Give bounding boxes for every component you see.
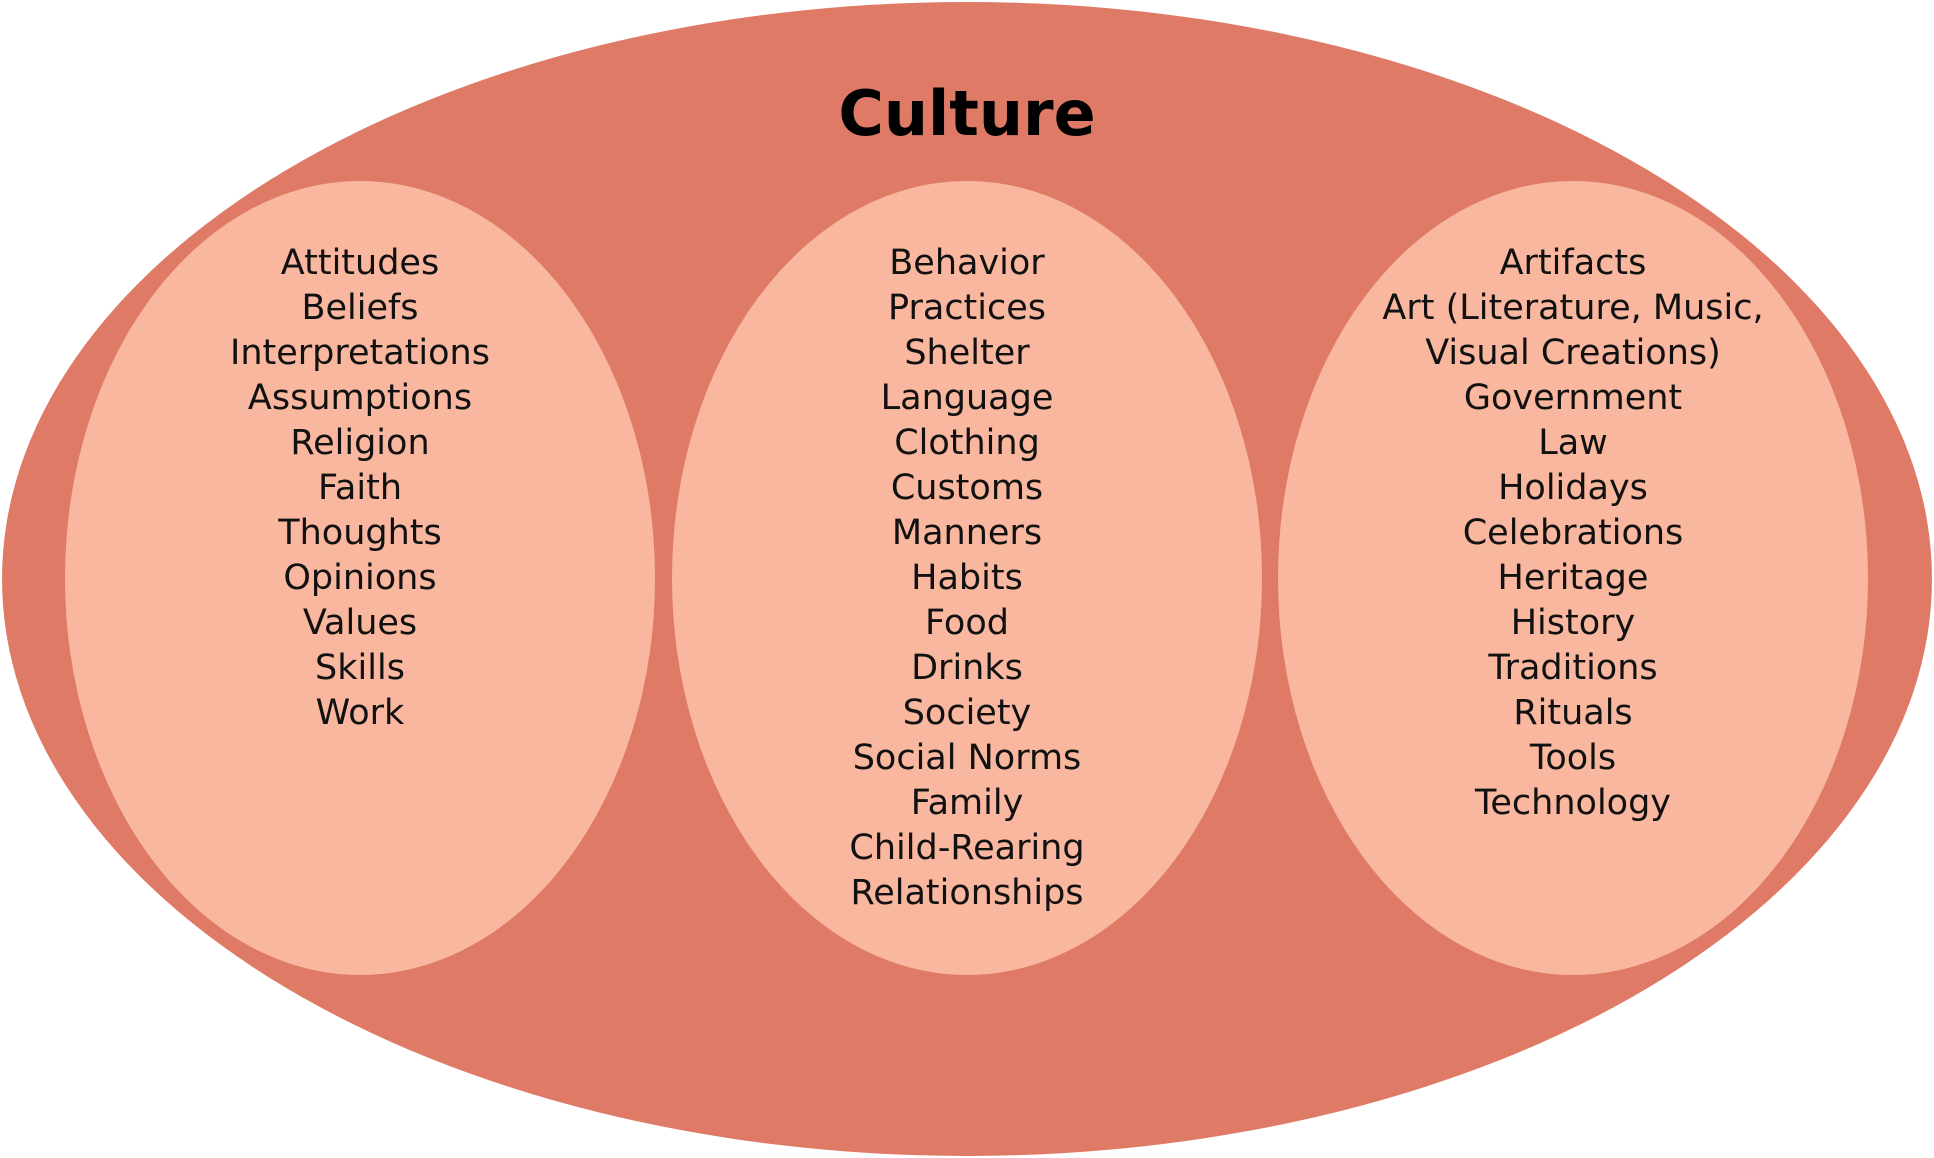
list-item: Clothing: [894, 423, 1040, 463]
left-inner-ellipse: [65, 181, 655, 975]
list-item: Family: [910, 783, 1024, 823]
list-item: Values: [302, 603, 418, 643]
list-item: Behavior: [889, 243, 1045, 283]
list-item: Rituals: [1513, 693, 1633, 733]
right-inner-ellipse: [1278, 181, 1868, 975]
list-item: Holidays: [1498, 468, 1648, 508]
list-item: Traditions: [1488, 648, 1658, 688]
list-item: Visual Creations): [1425, 333, 1721, 373]
list-item: Child-Rearing: [849, 828, 1085, 868]
list-item: Opinions: [283, 558, 437, 598]
list-item: Manners: [891, 513, 1043, 553]
list-item: History: [1510, 603, 1636, 643]
list-item: Religion: [290, 423, 430, 463]
list-item: Art (Literature, Music,: [1382, 288, 1764, 328]
diagram-title: Culture: [838, 77, 1096, 150]
list-item: Interpretations: [230, 333, 490, 373]
list-item: Beliefs: [301, 288, 419, 328]
list-item: Government: [1463, 378, 1683, 418]
list-item: Food: [925, 603, 1009, 643]
list-item: Law: [1538, 423, 1608, 463]
list-item: Technology: [1474, 783, 1672, 823]
middle-inner-ellipse: [672, 181, 1262, 975]
list-item: Thoughts: [278, 513, 442, 553]
list-item: Heritage: [1497, 558, 1649, 598]
list-item: Language: [880, 378, 1054, 418]
list-item: Celebrations: [1462, 513, 1684, 553]
list-item: Drinks: [911, 648, 1023, 688]
list-item: Attitudes: [280, 243, 440, 283]
list-item: Social Norms: [852, 738, 1082, 778]
list-item: Practices: [887, 288, 1047, 328]
list-item: Society: [902, 693, 1032, 733]
list-item: Relationships: [850, 873, 1084, 913]
list-item: Artifacts: [1499, 243, 1647, 283]
list-item: Habits: [911, 558, 1023, 598]
list-item: Shelter: [904, 333, 1030, 373]
list-item: Work: [315, 693, 405, 733]
list-item: Skills: [315, 648, 405, 688]
list-item: Customs: [890, 468, 1044, 508]
list-item: Tools: [1529, 738, 1617, 778]
list-item: Assumptions: [247, 378, 473, 418]
list-item: Faith: [318, 468, 402, 508]
